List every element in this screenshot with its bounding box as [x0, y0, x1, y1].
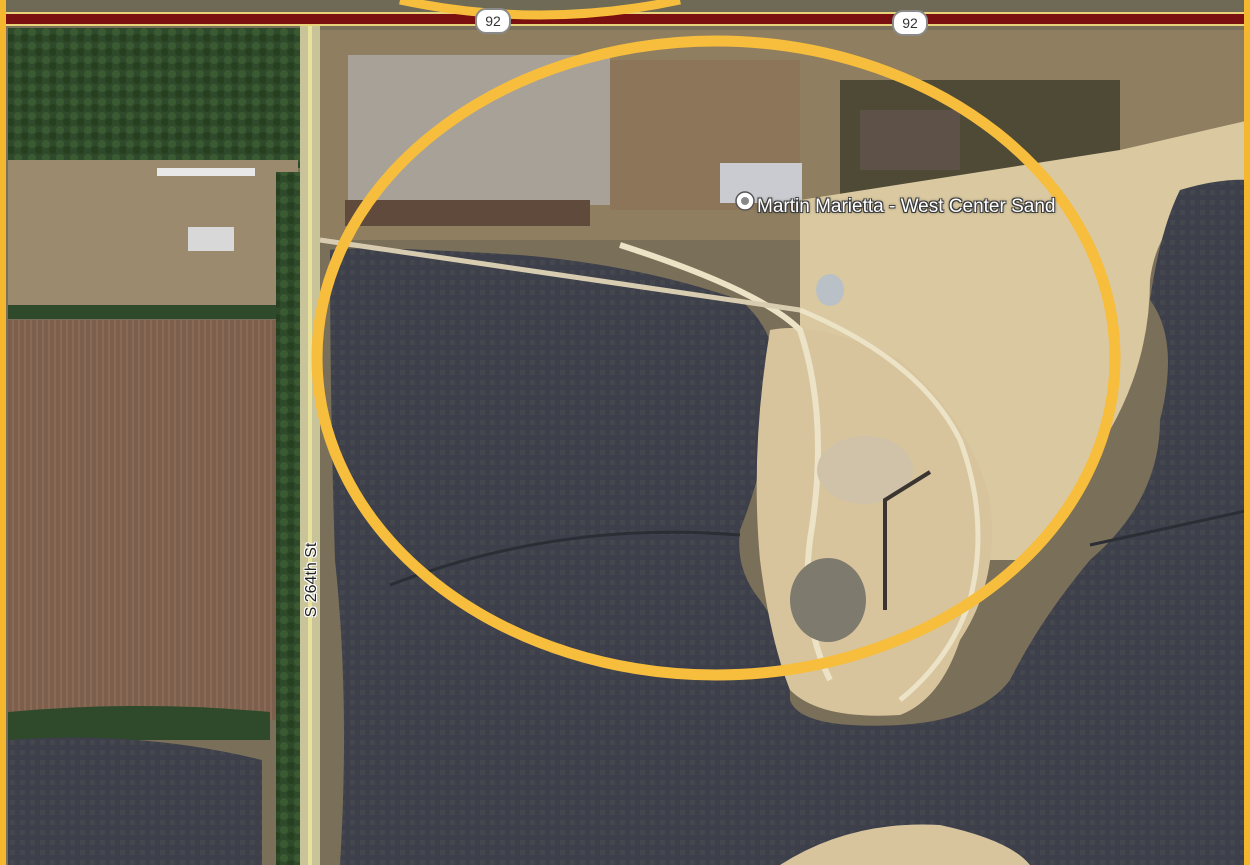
highway-shield: 92: [892, 10, 928, 36]
conveyor: [883, 470, 932, 610]
highway-shield: 92: [475, 8, 511, 34]
stockpile: [790, 558, 866, 642]
quarry-lake: [330, 179, 1250, 865]
street-label-text: S 264th St: [303, 542, 320, 618]
plant-building: [720, 163, 802, 203]
farm-building: [157, 168, 255, 176]
place-label[interactable]: Martin Marietta - West Center Sand: [757, 196, 1056, 217]
tree-area: [8, 28, 303, 168]
location-pin-icon[interactable]: [734, 190, 756, 212]
farm-building: [188, 227, 234, 251]
frame-left: [0, 0, 6, 865]
street-label: S 264th St: [297, 520, 327, 640]
highlight-circle: [311, 35, 1121, 681]
farm-yard: [8, 160, 298, 310]
pond: [8, 737, 262, 865]
highlight-circle-partial: [399, 0, 681, 20]
farm-field: [8, 320, 278, 720]
stockpile: [817, 436, 913, 504]
frame-right: [1244, 0, 1250, 865]
storage-tank: [816, 274, 844, 306]
